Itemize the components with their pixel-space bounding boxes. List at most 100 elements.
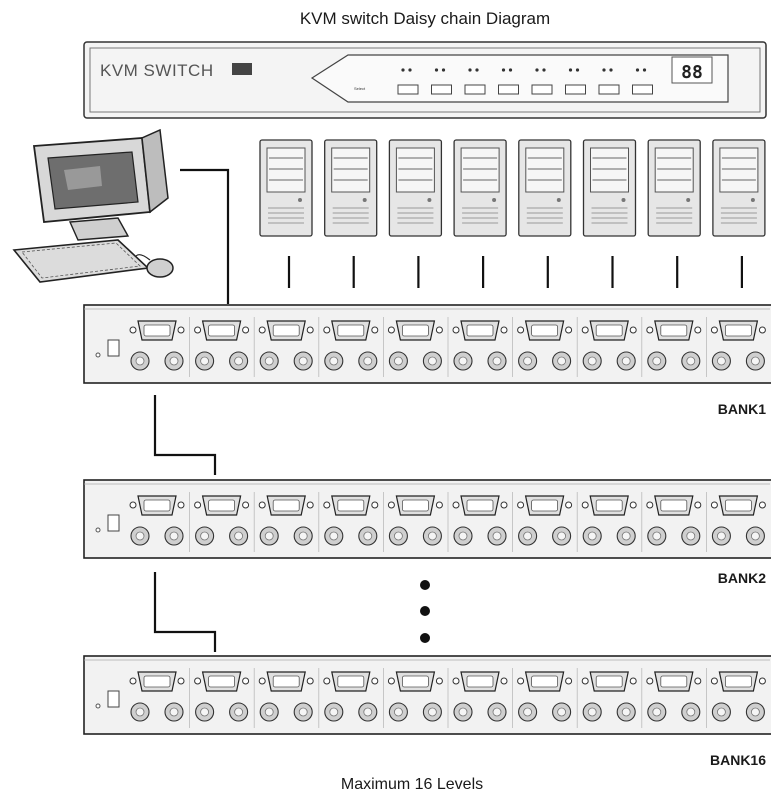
vga-port-icon[interactable] [258,495,314,516]
port-group [129,495,185,546]
port-group [189,668,250,728]
kvm-led-icon [434,68,439,72]
port-group [706,492,766,552]
port-group [706,668,766,728]
vga-port-icon[interactable] [452,671,508,692]
kvm-led-icon [508,68,513,72]
vga-port-icon[interactable] [710,495,766,516]
vga-port-icon[interactable] [387,320,443,341]
kvm-led-icon [535,68,539,72]
vga-port-icon[interactable] [387,671,443,692]
vga-port-icon[interactable] [710,320,766,341]
port-group [253,317,314,377]
vga-port-icon[interactable] [194,671,250,692]
kvm-badge-icon [232,63,252,75]
port-group [318,317,379,377]
tower-computer-icon [518,139,572,237]
vga-port-icon[interactable] [581,495,637,516]
kvm-led-icon [575,68,580,72]
kvm-led-icon [568,68,573,72]
vga-port-icon[interactable] [646,320,702,341]
vga-port-icon[interactable] [129,320,185,341]
bank-units [83,304,771,735]
kvm-led-icon [401,68,405,72]
vga-port-icon[interactable] [581,320,637,341]
port-group [641,492,702,552]
kvm-led-icon [408,68,412,72]
vga-port-icon[interactable] [258,320,314,341]
kvm-display-bezel [310,54,729,103]
tower-computer-icon [647,139,701,237]
kvm-led-icon [501,68,506,72]
power-switch[interactable] [107,690,120,708]
bank-label-1: BANK1 [718,401,766,417]
vga-port-icon[interactable] [323,671,379,692]
console-pc [12,128,174,283]
port-group [641,317,702,377]
port-group [512,668,573,728]
vga-port-icon[interactable] [452,495,508,516]
vga-port-icon[interactable] [517,671,573,692]
kvm-port-button[interactable] [464,84,486,95]
vga-port-icon[interactable] [452,320,508,341]
kvm-led-icon [542,68,546,72]
mouse-icon [135,254,174,278]
port-group [447,317,508,377]
kvm-panel-caption: Select [354,86,366,91]
kvm-led-icon [468,68,472,72]
kvm-led-icon [441,68,446,72]
kvm-port-button[interactable] [431,84,452,95]
kvm-led-icon [602,68,606,72]
port-group [189,317,250,377]
power-switch[interactable] [107,339,120,357]
keyboard-icon [12,239,150,283]
chain-cable-bank1-bank2 [153,395,217,475]
port-group [641,668,702,728]
port-group [382,668,443,728]
vga-port-icon[interactable] [323,320,379,341]
port-group [129,320,185,371]
kvm-led-icon [642,68,647,72]
ellipsis-dots-icon [420,580,430,643]
port-group [512,317,573,377]
kvm-led-icon [475,68,479,72]
vga-port-icon[interactable] [646,671,702,692]
kvm-port-button[interactable] [632,84,653,95]
computer-row [259,139,766,288]
kvm-port-button[interactable] [531,84,553,95]
vga-port-icon[interactable] [194,495,250,516]
port-group [382,317,443,377]
kvm-front-panel: KVM SWITCH Select 88 [83,41,767,119]
vga-port-icon[interactable] [517,320,573,341]
bank-unit [83,655,771,735]
kvm-led-row [401,68,647,72]
bank-unit [83,479,771,559]
vga-port-icon[interactable] [129,495,185,516]
diagram-footer: Maximum 16 Levels [341,776,483,793]
kvm-port-button[interactable] [565,84,586,95]
vga-port-icon[interactable] [194,320,250,341]
vga-port-icon[interactable] [517,495,573,516]
kvm-port-button[interactable] [598,84,620,95]
vga-port-icon[interactable] [323,495,379,516]
bank-unit [83,304,771,384]
port-group [253,492,314,552]
vga-port-icon[interactable] [129,671,185,692]
port-group [576,668,637,728]
vga-port-icon[interactable] [258,671,314,692]
monitor-icon [32,128,169,241]
port-group [706,317,766,377]
vga-port-icon[interactable] [646,495,702,516]
bank-label-16: BANK16 [710,752,766,768]
kvm-port-button[interactable] [397,84,419,95]
power-switch[interactable] [107,514,120,532]
vga-port-icon[interactable] [710,671,766,692]
vga-port-icon[interactable] [387,495,443,516]
port-group [576,317,637,377]
kvm-port-button[interactable] [498,84,519,95]
port-group [576,492,637,552]
vga-port-icon[interactable] [581,671,637,692]
port-group [318,492,379,552]
bank-label-2: BANK2 [718,570,766,586]
